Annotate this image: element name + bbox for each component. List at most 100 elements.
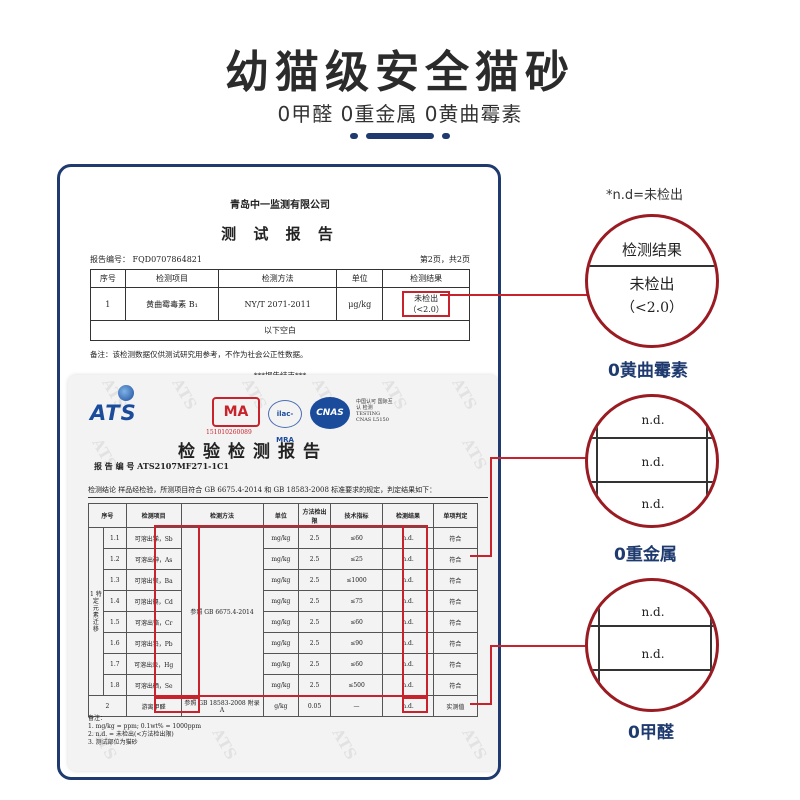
footnote: 2. n.d. = 未检出(<方法检出限) bbox=[88, 731, 174, 738]
report2-title: 检验检测报告 bbox=[178, 442, 328, 462]
watermark: ATS bbox=[458, 725, 491, 763]
header-cell: 序号 bbox=[88, 503, 127, 528]
footnote: 1. mg/kg = ppm; 0.1wt% = 1000ppm bbox=[88, 723, 202, 730]
row-limit: 2.5 bbox=[298, 653, 331, 675]
row-limit: 2.5 bbox=[298, 590, 331, 612]
result-value: 未检出 bbox=[414, 294, 439, 303]
connector-line-1 bbox=[440, 294, 590, 296]
ats-globe-icon bbox=[118, 385, 134, 401]
row-spec: ≤1000 bbox=[329, 569, 384, 591]
row-limit: 2.5 bbox=[298, 611, 331, 633]
row-no: 2 bbox=[88, 695, 127, 717]
row-judge: 符合 bbox=[432, 569, 479, 591]
connector-line-2v bbox=[490, 457, 492, 557]
footnote: 备注： bbox=[88, 715, 107, 722]
row-no: 1.4 bbox=[102, 590, 127, 612]
ma-logo: MA bbox=[212, 397, 260, 427]
row-limit: 2.5 bbox=[298, 632, 331, 654]
highlight-connector bbox=[200, 695, 402, 697]
zoom-border bbox=[710, 581, 712, 709]
header-cell: 方法检出限 bbox=[298, 503, 331, 528]
row-unit: mg/kg bbox=[262, 548, 300, 570]
row-unit: mg/kg bbox=[262, 590, 300, 612]
connector-line-3h bbox=[470, 703, 492, 705]
heavy-metal-report: ATS ATS ATS ATS ATS ATS ATS ATS ATS ATS … bbox=[68, 375, 498, 771]
row-unit: mg/kg bbox=[262, 674, 300, 696]
zoom-value: n.d. bbox=[641, 497, 665, 511]
watermark: ATS bbox=[328, 725, 361, 763]
title-accent-dot-left bbox=[350, 133, 358, 139]
zoom-sub: （<2.0） bbox=[621, 300, 683, 316]
zoom-value: n.d. bbox=[641, 605, 665, 619]
aflatoxin-zoom-circle: 检测结果 未检出 （<2.0） bbox=[585, 214, 719, 348]
zoom-header: 检测结果 bbox=[621, 241, 682, 259]
result-sub: （<2.0） bbox=[408, 305, 444, 314]
row-judge: 符合 bbox=[432, 611, 479, 633]
watermark: ATS bbox=[208, 725, 241, 763]
row-item: 黄曲霉毒素 B₁ bbox=[124, 287, 220, 321]
row-unit: mg/kg bbox=[262, 611, 300, 633]
title-accent-bar bbox=[366, 133, 434, 139]
connector-line-3 bbox=[490, 645, 590, 647]
formaldehyde-zoom-circle: n.d. n.d. bbox=[585, 578, 719, 712]
page-subtitle: 0甲醛 0重金属 0黄曲霉素 bbox=[277, 102, 523, 126]
row-no: 1.3 bbox=[102, 569, 127, 591]
connector-line-3v bbox=[490, 645, 492, 705]
heavy-metal-label: 0重金属 bbox=[614, 545, 677, 565]
header-cell: 检测方法 bbox=[218, 269, 338, 288]
row-spec: ≤60 bbox=[329, 653, 384, 675]
header-cell: 检测方法 bbox=[180, 503, 264, 528]
row-spec: ≤60 bbox=[329, 611, 384, 633]
row-no: 1 bbox=[90, 287, 126, 321]
row-limit: 2.5 bbox=[298, 548, 331, 570]
zoom-border bbox=[706, 397, 708, 525]
certification-logos: ATS MA 151010260089 ilac-MRA CNAS 中国认可 国… bbox=[90, 385, 470, 445]
row-judge: 符合 bbox=[432, 653, 479, 675]
cnas-text: 中国认可 国际互认 检测 TESTING CNAS L5150 bbox=[356, 399, 393, 423]
row-no: 1.5 bbox=[102, 611, 127, 633]
row-unit: μg/kg bbox=[336, 287, 384, 321]
row-result: n.d. bbox=[382, 590, 434, 612]
report1-blank-row: 以下空白 bbox=[90, 320, 470, 341]
row-judge: 符合 bbox=[432, 632, 479, 654]
report2-table: 序号 检测项目 检测方法 单位 方法检出限 技术指标 检测结果 单项判定 1 特… bbox=[88, 503, 479, 717]
header-cell: 检测项目 bbox=[124, 269, 220, 288]
zoom-divider bbox=[588, 437, 716, 439]
row-unit: mg/kg bbox=[262, 653, 300, 675]
report1-data-row: 1 黄曲霉毒素 B₁ NY/T 2071-2011 μg/kg 未检出 （<2.… bbox=[90, 287, 470, 321]
row-result: 未检出 （<2.0） bbox=[382, 287, 470, 321]
row-judge: 符合 bbox=[432, 548, 479, 570]
group-label: 1 特定元素迁移 bbox=[88, 527, 104, 696]
zoom-border bbox=[596, 397, 598, 525]
report1-title: 测 试 报 告 bbox=[221, 225, 339, 243]
row-judge: 实测值 bbox=[432, 695, 479, 717]
zoom-divider bbox=[588, 265, 716, 267]
row-no: 1.1 bbox=[102, 527, 127, 549]
connector-line-2h bbox=[470, 555, 492, 557]
zoom-border bbox=[598, 581, 600, 709]
cnas-logo: CNAS bbox=[310, 397, 350, 429]
formaldehyde-result-highlight bbox=[402, 697, 428, 713]
heavy-metal-zoom-circle: n.d. n.d. n.d. bbox=[585, 394, 719, 528]
row-method: 参照 GB 6675.4-2014 bbox=[180, 527, 264, 696]
row-no: 1.2 bbox=[102, 548, 127, 570]
zoom-divider bbox=[588, 669, 716, 671]
zoom-value: 未检出 bbox=[629, 275, 675, 293]
row-limit: 2.5 bbox=[298, 527, 331, 549]
row-judge: 符合 bbox=[432, 674, 479, 696]
report1-note: 备注：该检测数据仅供测试研究用参考，不作为社会公正性数据。 bbox=[90, 350, 308, 359]
row-method: NY/T 2071-2011 bbox=[218, 287, 338, 321]
row-spec: ≤90 bbox=[329, 632, 384, 654]
heavy-metal-items-highlight bbox=[154, 525, 200, 697]
aflatoxin-report: 青岛中一监测有限公司 测 试 报 告 报告编号： FQD0707864821 第… bbox=[90, 187, 470, 381]
report1-meta: 报告编号： FQD0707864821 第2页，共2页 bbox=[90, 254, 470, 265]
row-no: 1.7 bbox=[102, 653, 127, 675]
row-limit: 2.5 bbox=[298, 569, 331, 591]
page-title: 幼猫级安全猫砂 bbox=[225, 47, 575, 98]
row-spec: ≤60 bbox=[329, 527, 384, 549]
